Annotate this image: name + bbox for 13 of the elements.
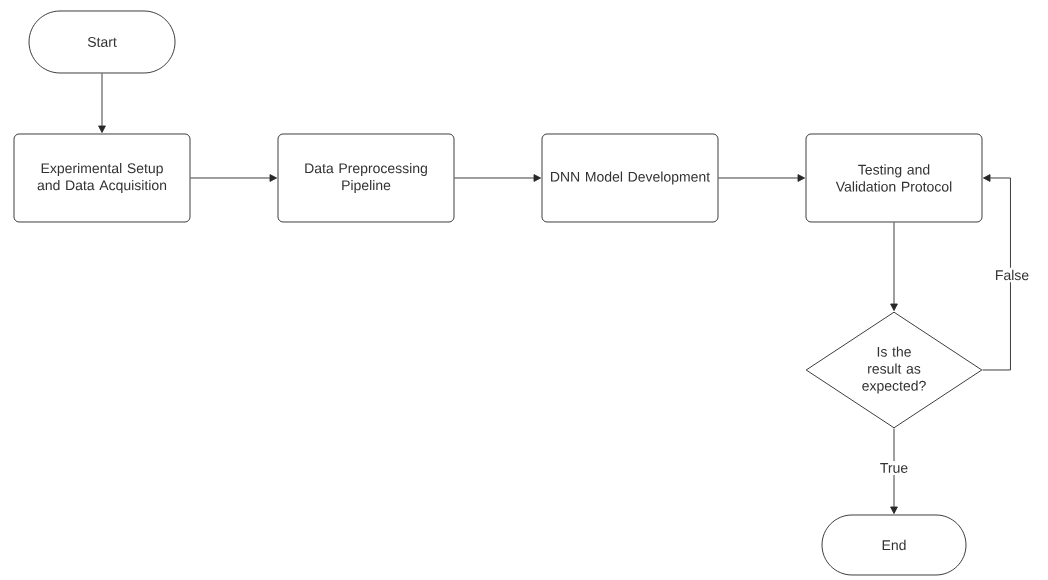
process-box: Experimental Setup and Data Acquisition — [13, 133, 191, 223]
arrow — [890, 222, 898, 311]
process-box: DNN Model Development — [541, 133, 719, 223]
edge-label: False — [992, 267, 1032, 283]
arrow — [454, 174, 541, 182]
edge-label: True — [877, 461, 911, 475]
arrow — [190, 174, 277, 182]
arrow — [98, 73, 106, 133]
arrow — [890, 428, 898, 514]
process-box: Testing and Validation Protocol — [805, 133, 983, 223]
process-box: Data Preprocessing Pipeline — [277, 133, 455, 223]
arrow — [718, 174, 805, 182]
arrow — [982, 174, 1011, 371]
